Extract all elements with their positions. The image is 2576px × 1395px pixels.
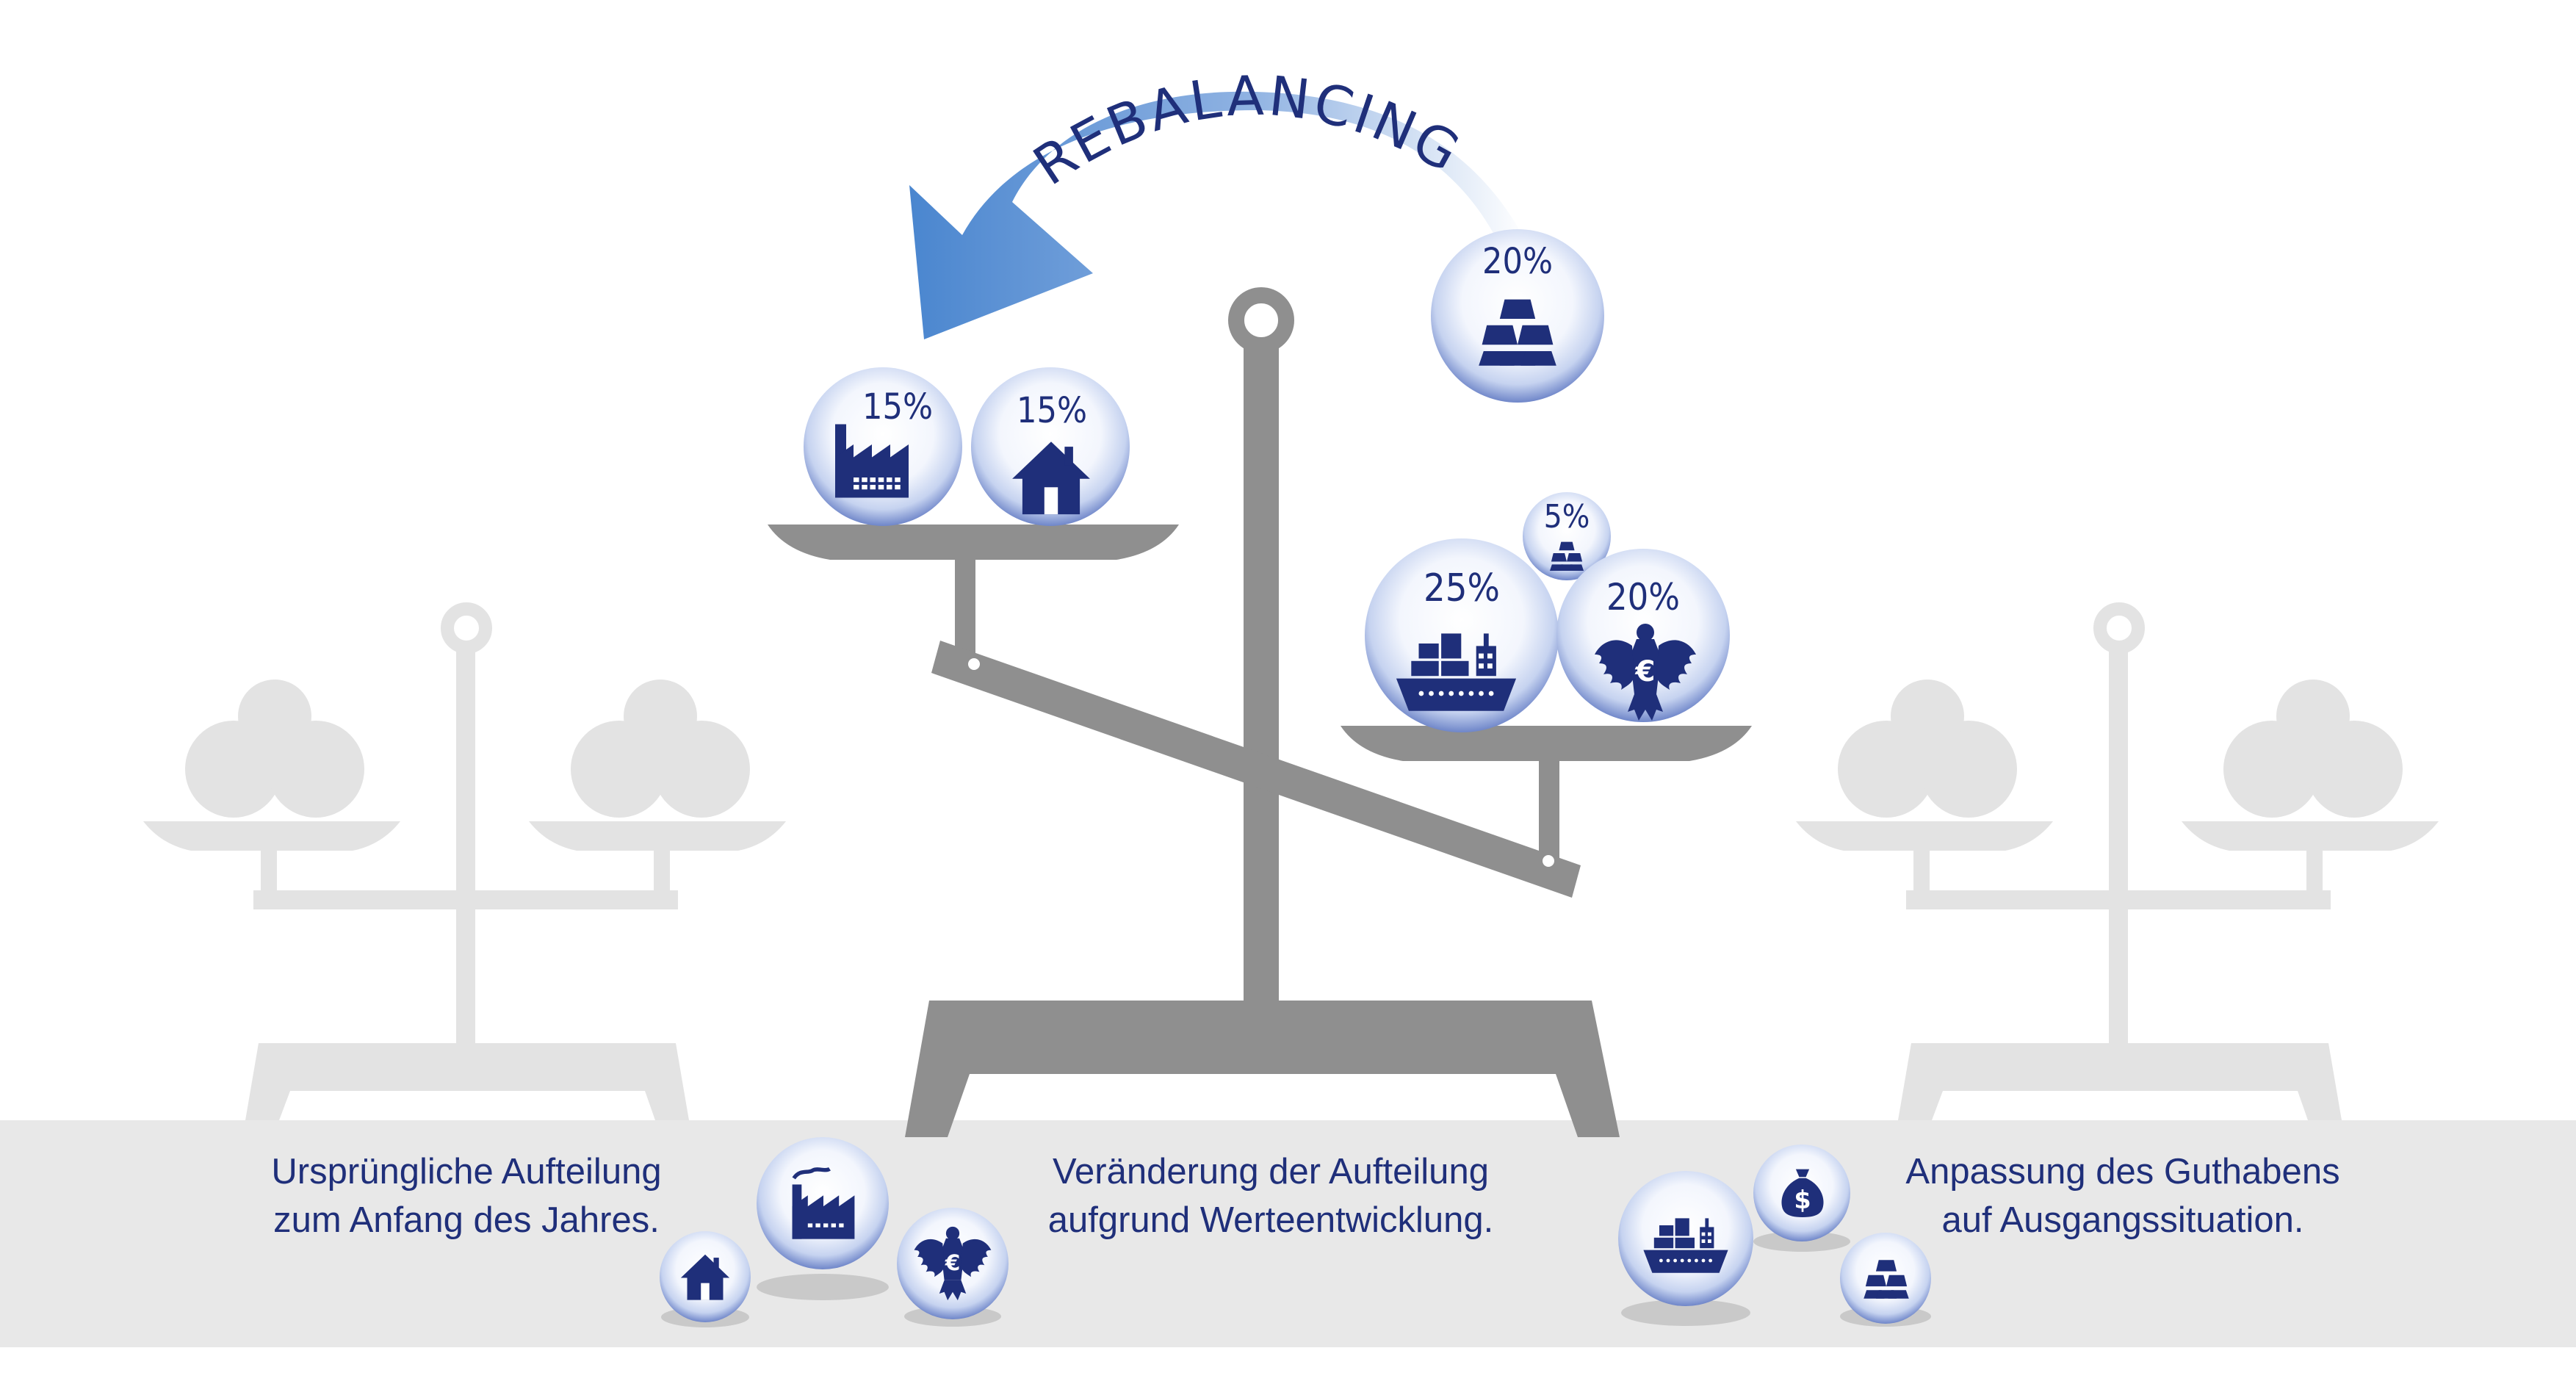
real-estate-percent: 15% (1017, 390, 1087, 431)
caption-right-line1: Anpassung des Guthabens (1905, 1152, 2340, 1192)
caption-center: Veränderung der Aufteilung aufgrund Wert… (1014, 1147, 1528, 1244)
right-ghost-scale (1796, 602, 2439, 1120)
caption-left: Ursprüngliche Aufteilung zum Anfang des … (220, 1147, 712, 1244)
stocks-percent: 15% (862, 386, 933, 428)
left-pan-real-estate-ball: 15% (971, 367, 1130, 526)
right-pan-bonds-ball: 20% (1556, 549, 1730, 722)
bottom-right-icons (1618, 1145, 1931, 1327)
caption-left-line1: Ursprüngliche Aufteilung (271, 1152, 662, 1192)
rebalancing-label: REBALANCING (1022, 65, 1472, 198)
small-gold-percent: 5% (1544, 498, 1590, 536)
caption-right: Anpassung des Guthabens auf Ausgangssitu… (1880, 1147, 2365, 1244)
caption-right-line2: auf Ausgangssituation. (1941, 1200, 2304, 1240)
caption-left-line2: zum Anfang des Jahres. (273, 1200, 660, 1240)
commodities-percent: 25% (1424, 566, 1500, 610)
ground-band (0, 1120, 2576, 1347)
caption-center-line1: Veränderung der Aufteilung (1053, 1152, 1489, 1192)
left-ghost-scale (143, 602, 786, 1120)
bonds-percent: 20% (1606, 576, 1680, 619)
left-pan-stocks-ball: 15% (804, 367, 962, 526)
moving-gold-percent: 20% (1482, 241, 1553, 282)
bottom-left-icons (660, 1137, 1009, 1327)
right-pan-commodities-ball: 25% (1365, 538, 1559, 732)
central-scale (768, 287, 1752, 1137)
moving-gold-ball: 20% (1431, 229, 1604, 403)
rebalancing-arrow (909, 91, 1526, 339)
caption-center-line2: aufgrund Werteentwicklung. (1047, 1200, 1494, 1240)
right-pan-small-gold-ball: 5% (1523, 492, 1611, 580)
